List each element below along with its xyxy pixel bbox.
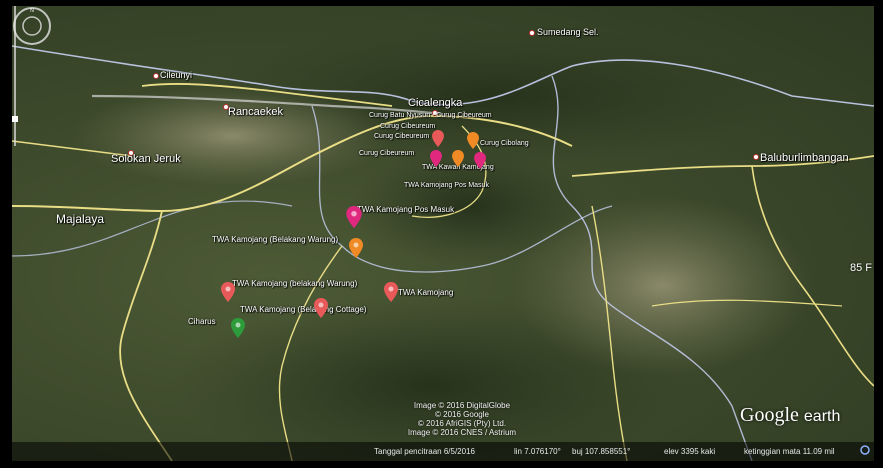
town-dot-solokan [128,150,134,156]
town-label-rancaekek: Rancaekek [228,106,284,118]
longitude-readout: buj 107.858551° [572,447,631,456]
pin-kamojang[interactable] [384,282,398,302]
pin-belakang-warung-orange[interactable] [349,238,363,258]
poi-label-belakang-cottage: TWA Kamojang (Belakang Cottage) [240,305,367,314]
pin-pos-masuk[interactable] [346,206,362,228]
logo-main: Google [740,404,799,426]
road-center-south [591,205,628,461]
town-dot-balubur [753,154,759,160]
town-label-solokan: Solokan Jeruk [111,153,181,165]
logo-sub: earth [803,408,841,425]
altitude-readout: 85 F [850,262,873,274]
pin-ciharus[interactable] [231,318,245,338]
pin-cluster-orange-2[interactable] [452,150,464,167]
town-label-cicalengka: Cicalengka [408,97,463,109]
boundary-center [311,105,613,273]
imagery-date: Tanggal pencitraan 6/5/2016 [374,447,475,456]
town-label-majalaya: Majalaya [56,212,105,226]
pin-cluster-red-1[interactable] [432,130,444,147]
pin-cluster-pink-1[interactable] [430,150,442,167]
status-bar: Tanggal pencitraan 6/5/2016 lin 7.076170… [12,442,874,461]
copyright-block: Image © 2016 DigitalGlobe © 2016 Google … [372,401,552,437]
plain-shade-east [512,196,812,376]
road-majalaya-south [119,210,173,461]
town-label-sumedang: Sumedang Sel. [537,27,599,37]
boundary-east [551,75,753,461]
poi-label-cluster-7: TWA Kamojang Pos Masuk [404,182,489,189]
copyright-line: © 2016 AfriGIS (Pty) Ltd. [417,419,507,428]
poi-label-cluster-1: Curug Batu Nyusun - Curug Cibeureum [369,112,492,119]
mountain-shade-center [352,146,592,266]
road-solokan-west [12,140,133,157]
svg-text:N: N [30,8,34,14]
copyright-line: Image © 2016 CNES / Astrium [407,428,517,437]
poi-label-kamojang: TWA Kamojang [398,288,454,297]
town-dot-sumedang [529,30,535,36]
town-label-balubur: Baluburlimbangan [760,152,849,164]
road-kamojang-south [278,245,343,461]
latitude-readout: lin 7.076170° [514,447,561,456]
poi-label-cluster-2: Curug Cibeureum [380,123,436,130]
road-majalaya-cicalengka [12,114,573,213]
pin-belakang-warung-red[interactable] [221,282,235,302]
boundary-north [12,45,874,107]
boundary-west [12,200,293,257]
map-overlay [12,26,874,461]
road-cileunyi-rancaekek [141,83,393,107]
poi-label-pos-masuk: TWA Kamojang Pos Masuk [357,205,455,214]
road-balubur-south [751,165,874,387]
poi-label-cluster-6: TWA Kawah Kamojang [422,164,494,171]
town-dot-rancaekek [223,104,229,110]
pin-cottage[interactable] [314,298,328,318]
compass-control[interactable]: N [12,6,52,46]
road-east-mid [651,299,843,307]
poi-label-cluster-5: Curug Cibeureum [359,150,415,157]
town-dot-cicalengka [432,110,438,116]
town-dot-cileunyi [153,73,159,79]
map-view[interactable]: Sumedang Sel. Cileunyi Rancaekek Cicalen… [12,6,874,461]
poi-label-cluster-4: Curug Cibolang [480,140,529,147]
copyright-line: Image © 2016 DigitalGlobe [413,401,511,410]
town-label-cileunyi: Cileunyi [160,70,193,80]
road-cluster-loop [411,125,487,218]
poi-label-belakang-warung-2: TWA Kamojang (belakang Warung) [232,279,358,288]
road-east-balubur [571,155,874,177]
google-earth-logo: Google earth [740,404,840,427]
zoom-slider[interactable] [12,6,18,146]
eye-altitude-readout: ketinggian mata 11.09 mil [744,447,835,456]
town-label-ciharus: Ciharus [188,317,216,326]
pin-cluster-orange-1[interactable] [467,132,479,149]
pin-cluster-pink-2[interactable] [474,152,486,169]
poi-label-belakang-warung-1: TWA Kamojang (Belakang Warung) [212,235,339,244]
highway-bandung [91,94,443,116]
poi-label-cluster-3: Curug Cibeureum [374,133,430,140]
copyright-line: © 2016 Google [435,410,489,419]
elevation-readout: elev 3395 kaki [664,447,716,456]
plain-shade-west [72,86,392,186]
